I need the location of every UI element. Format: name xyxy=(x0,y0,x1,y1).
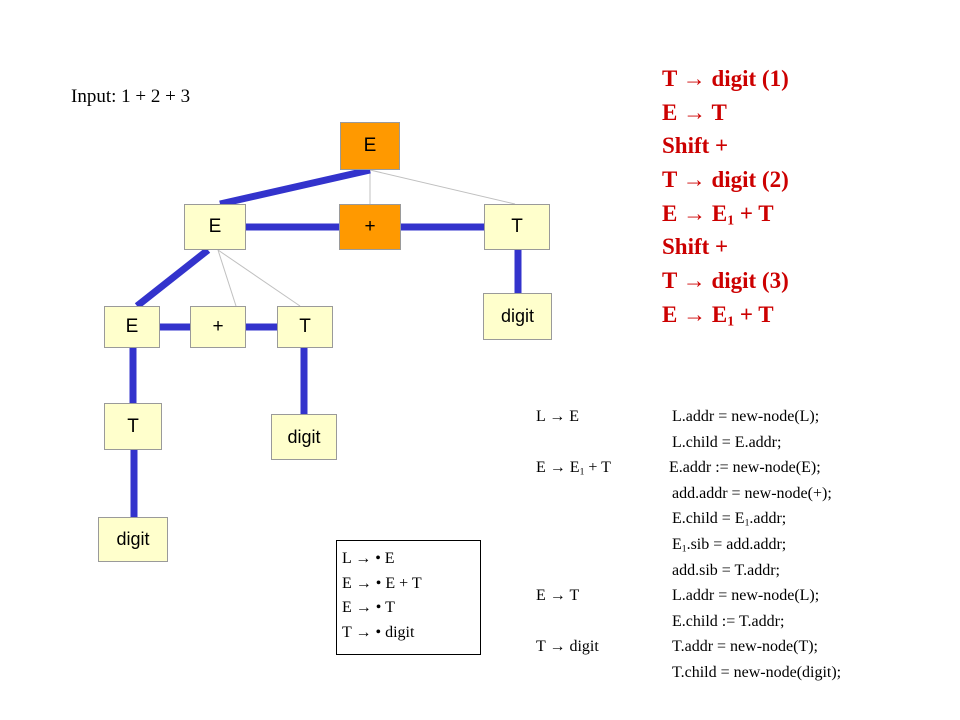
step-item: T → digit (3) xyxy=(662,268,789,294)
edge-root-to-E xyxy=(219,166,371,208)
input-label: Input: 1 + 2 + 3 xyxy=(71,86,191,107)
semantic-rules: L → E L.addr = new-node(L); L.child = E.… xyxy=(536,404,916,686)
rule-row: L.child = E.addr; xyxy=(536,430,916,456)
rule-action: E.addr := new-node(E); xyxy=(669,459,821,477)
arrow-icon: → xyxy=(355,574,372,592)
step-item: T → digit (1) xyxy=(662,66,789,91)
arrow-icon: → xyxy=(355,599,372,616)
rule-action: L.addr = new-node(L); xyxy=(672,587,820,605)
rule-action: add.addr = new-node(+); xyxy=(672,484,832,502)
rule-action: T.child = new-node(digit); xyxy=(672,663,842,681)
arrow-icon: → xyxy=(683,99,707,125)
items-box: L → • E E → • E + T E → • T T → • digit xyxy=(336,540,481,655)
step-item: E → T xyxy=(662,99,727,125)
rule-action: L.addr = new-node(L); xyxy=(672,408,820,425)
tree-node-center-digit: digit xyxy=(271,414,337,460)
rule-action: T.addr = new-node(T); xyxy=(672,638,818,656)
rule-action: E.child := T.addr; xyxy=(672,612,785,630)
item-row: L → • E xyxy=(342,550,395,567)
rule-action: E1.sib = add.addr; xyxy=(672,535,787,555)
tree-node-low-T: T xyxy=(277,306,333,348)
step-item: Shift + xyxy=(662,133,729,159)
tree-node-mid-plus: + xyxy=(339,204,401,250)
rule-production: L → E xyxy=(536,408,579,425)
dot-icon: • xyxy=(375,550,381,567)
dot-icon: • xyxy=(375,623,382,641)
tree-node-low-E: E xyxy=(104,306,160,348)
rule-production: E → E1 + T xyxy=(536,459,611,478)
rule-row: E1.sib = add.addr; xyxy=(536,532,916,558)
rule-row: E → E1 + T E.addr := new-node(E); xyxy=(536,455,916,481)
link-E-to-plus xyxy=(217,249,237,307)
tree-node-bottom-digit: digit xyxy=(98,517,168,562)
edge-E-to-lowE xyxy=(134,247,211,309)
rule-row: L → E L.addr = new-node(L); xyxy=(536,404,916,430)
rule-production: T → digit xyxy=(536,638,599,656)
tree-node-right-digit: digit xyxy=(483,293,552,340)
rule-action: L.child = E.addr; xyxy=(672,433,782,451)
arrow-icon: → xyxy=(549,459,566,477)
item-row: T → • digit xyxy=(342,623,415,641)
arrow-icon: → xyxy=(549,587,566,605)
rule-production: E → T xyxy=(536,587,580,605)
arrow-icon: → xyxy=(683,301,707,327)
rule-row: add.addr = new-node(+); xyxy=(536,481,916,507)
item-row: E → • E + T xyxy=(342,574,422,592)
arrow-icon: → xyxy=(355,550,372,567)
dot-icon: • xyxy=(375,574,382,592)
rule-row: E → T L.addr = new-node(L); xyxy=(536,583,916,609)
rule-action: add.sib = T.addr; xyxy=(672,561,780,579)
rule-row: T.child = new-node(digit); xyxy=(536,660,916,686)
arrow-icon: → xyxy=(549,638,566,656)
step-item: Shift + xyxy=(662,234,729,260)
link-root-to-T xyxy=(369,169,516,205)
arrow-icon: → xyxy=(682,66,706,91)
tree-node-root-E: E xyxy=(340,122,400,170)
step-item: T → digit (2) xyxy=(662,167,789,193)
arrow-icon: → xyxy=(682,167,706,193)
link-E-to-T xyxy=(217,249,301,307)
rule-row: E.child = E1.addr; xyxy=(536,506,916,532)
rule-action: E.child = E1.addr; xyxy=(672,510,787,529)
tree-node-mid-T: T xyxy=(484,204,550,250)
reduction-steps: T → digit (1) E → T Shift + T → digit (2… xyxy=(662,62,789,332)
tree-node-left-T: T xyxy=(104,403,162,450)
dot-icon: • xyxy=(375,599,382,616)
rule-row: add.sib = T.addr; xyxy=(536,558,916,584)
arrow-icon: → xyxy=(549,408,566,425)
item-row: E → • T xyxy=(342,599,395,616)
rule-row: T → digit T.addr = new-node(T); xyxy=(536,634,916,660)
arrow-icon: → xyxy=(682,268,706,294)
rule-row: E.child := T.addr; xyxy=(536,609,916,635)
step-item: E → E1 + T xyxy=(662,301,774,329)
arrow-icon: → xyxy=(683,200,707,226)
step-item: E → E1 + T xyxy=(662,200,774,228)
tree-node-mid-E: E xyxy=(184,204,246,250)
tree-node-low-plus: + xyxy=(190,306,246,348)
arrow-icon: → xyxy=(355,623,372,641)
